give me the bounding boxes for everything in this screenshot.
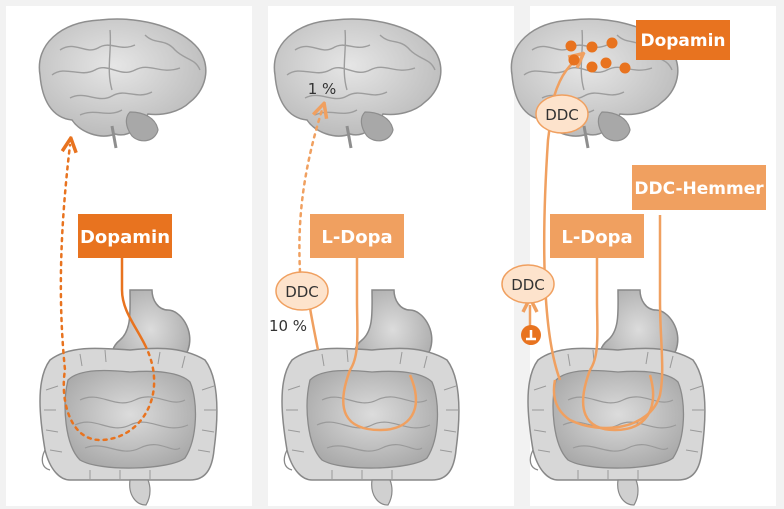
dopamine-box-label: Dopamin: [80, 227, 170, 248]
percent-gut-label: 10 %: [269, 317, 307, 335]
ddc-inhibitor-label: DDC-Hemmer: [634, 179, 764, 199]
percent-brain-label: 1 %: [308, 80, 337, 98]
ddc-enzyme-brain-label: DDC: [545, 106, 579, 124]
ddc-enzyme-gut-label: DDC: [511, 276, 545, 294]
ldopa-box-1-label: L-Dopa: [321, 227, 392, 248]
ldopa-box-2-label: L-Dopa: [561, 227, 632, 248]
ddc-enzyme-1-label: DDC: [285, 283, 319, 301]
inhibition-icon: [521, 325, 541, 345]
dopamine-product-label: Dopamin: [640, 31, 725, 51]
